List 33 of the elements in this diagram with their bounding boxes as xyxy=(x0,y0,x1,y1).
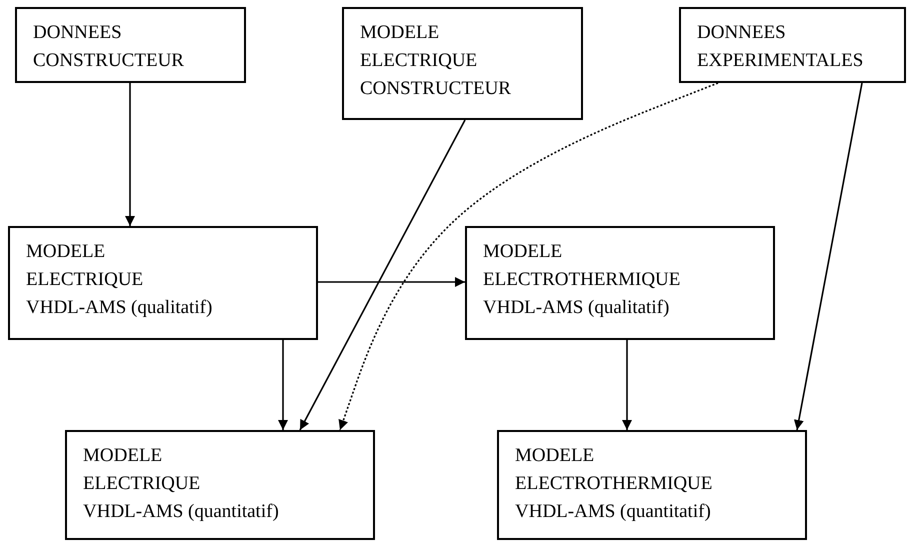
box-text: EXPERIMENTALES xyxy=(697,49,864,73)
box-text: MODELE xyxy=(26,240,106,264)
process-box xyxy=(65,430,375,540)
box-text: MODELE xyxy=(515,444,596,468)
box-text: ELECTROTHERMIQUE xyxy=(515,472,714,496)
process-box xyxy=(15,7,246,83)
box-text: DONNEES xyxy=(33,21,123,45)
process-box xyxy=(679,7,906,83)
box-text: VHDL-AMS (quantitatif) xyxy=(83,500,280,524)
process-box xyxy=(342,7,583,120)
arrow xyxy=(622,340,632,430)
arrow xyxy=(794,82,863,430)
arrow xyxy=(125,83,135,226)
box-text: VHDL-AMS (quantitatif) xyxy=(515,500,712,524)
arrow xyxy=(338,82,718,430)
box-text: VHDL-AMS (qualitatif) xyxy=(26,296,214,320)
box-text: DONNEES xyxy=(697,21,787,45)
process-box xyxy=(497,430,807,540)
box-text: ELECTRIQUE xyxy=(83,472,202,496)
box-text: ELECTRIQUE xyxy=(360,49,478,73)
box-text: MODELE xyxy=(483,240,564,264)
arrow xyxy=(299,120,466,430)
box-text: MODELE xyxy=(83,444,164,468)
arrow xyxy=(278,340,288,430)
box-text: ELECTRIQUE xyxy=(26,268,144,292)
box-text: MODELE xyxy=(360,21,440,45)
process-box xyxy=(465,226,775,340)
box-text: VHDL-AMS (qualitatif) xyxy=(483,296,670,320)
arrow xyxy=(318,277,465,287)
box-text: ELECTROTHERMIQUE xyxy=(483,268,682,292)
box-text: CONSTRUCTEUR xyxy=(33,49,185,73)
process-box xyxy=(8,226,318,340)
box-text: CONSTRUCTEUR xyxy=(360,77,512,101)
